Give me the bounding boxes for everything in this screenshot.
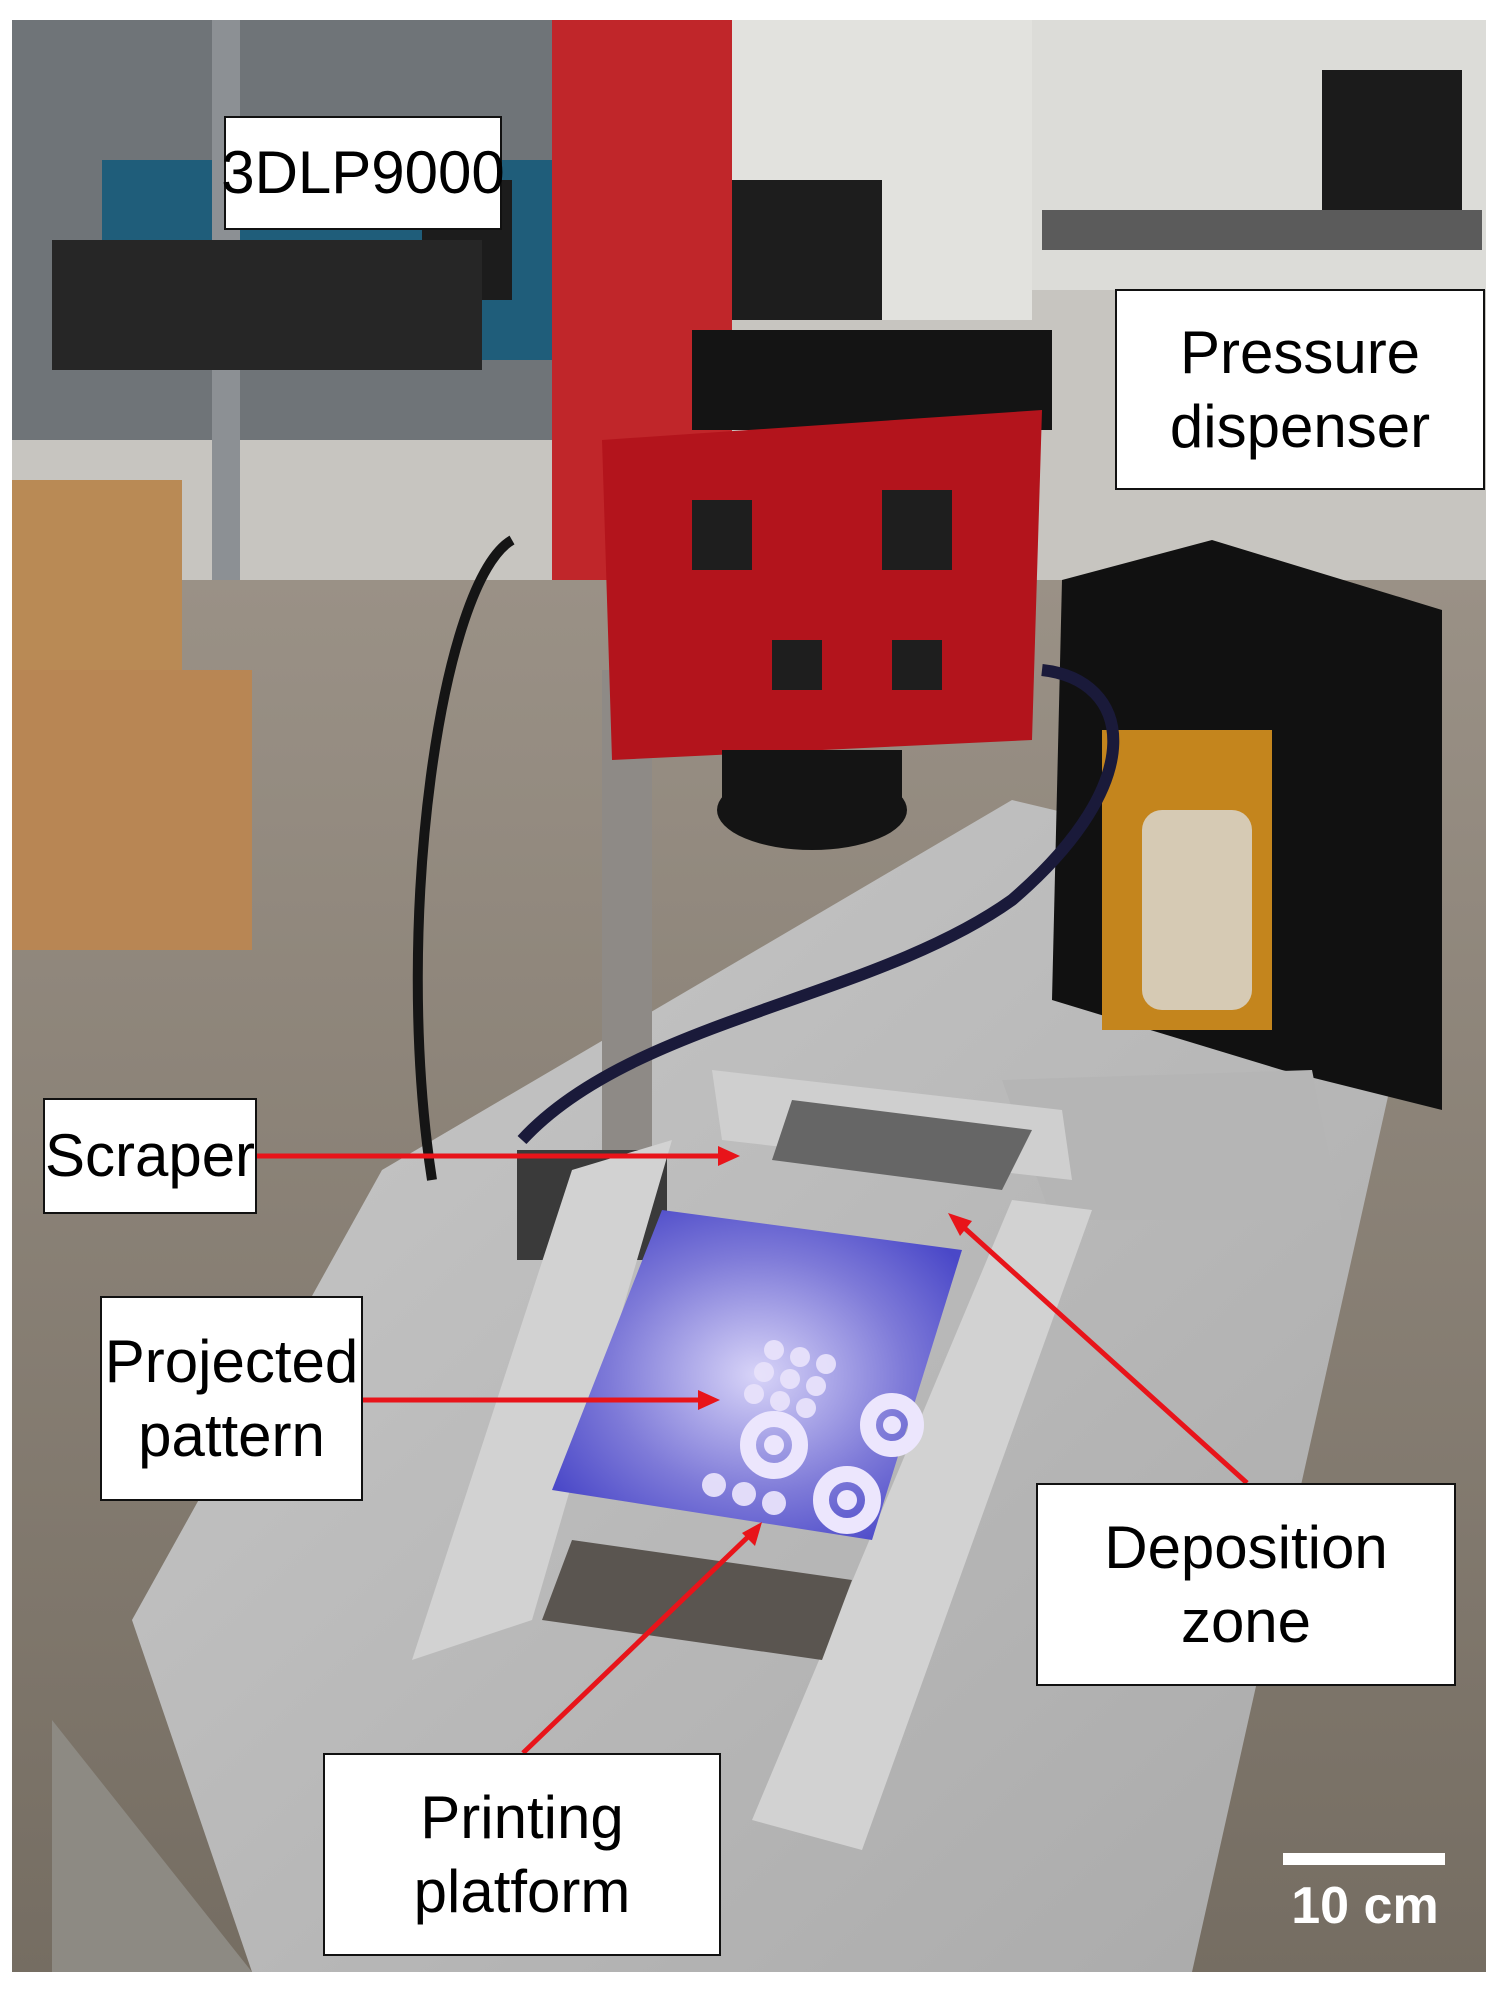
label-scraper-text: Scraper — [44, 1122, 256, 1190]
label-deposition-line2: zone — [1180, 1587, 1312, 1655]
label-pattern-line1: Projected — [104, 1328, 359, 1396]
label-platform-line1: Printing — [420, 1784, 624, 1852]
label-scraper: Scraper — [43, 1098, 257, 1214]
label-projected-pattern: Projected pattern — [100, 1296, 363, 1501]
label-printing-platform: Printing platform — [323, 1753, 721, 1956]
label-pressure-dispenser: Pressure dispenser — [1115, 289, 1485, 490]
label-3dlp9000-text: 3DLP9000 — [221, 139, 505, 207]
label-pattern-line2: pattern — [138, 1401, 325, 1469]
label-dispenser-line1: Pressure — [1179, 319, 1421, 387]
label-3dlp9000: 3DLP9000 — [221, 116, 505, 230]
label-deposition-zone: Deposition zone — [1036, 1483, 1456, 1686]
scale-bar-label: 10 cm — [1291, 1877, 1439, 1935]
scale-bar — [1283, 1853, 1445, 1865]
label-platform-line2: platform — [413, 1857, 631, 1925]
label-deposition-line1: Deposition — [1104, 1514, 1388, 1582]
label-dispenser-line2: dispenser — [1169, 392, 1431, 460]
